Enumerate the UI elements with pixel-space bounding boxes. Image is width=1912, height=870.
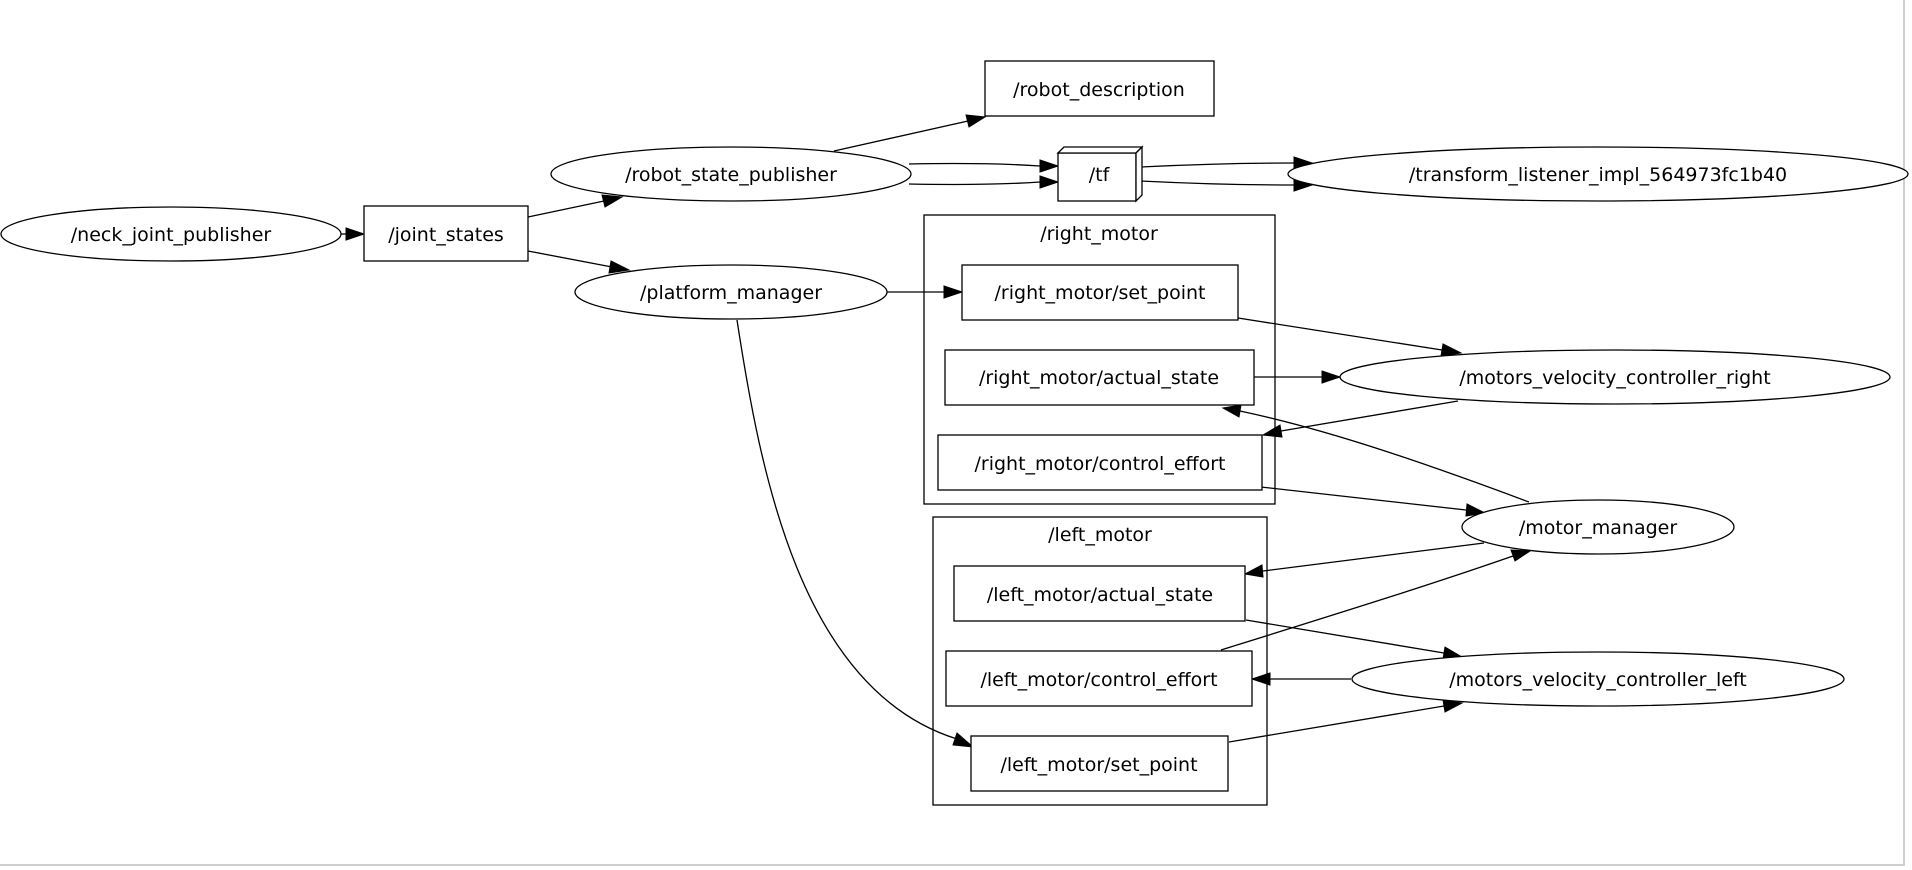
- node-motors-velocity-controller-right[interactable]: /motors_velocity_controller_right: [1339, 349, 1891, 405]
- topic-tf-label: /tf: [1089, 164, 1111, 186]
- node-robot-state-publisher-label: /robot_state_publisher: [625, 164, 837, 186]
- cluster-right-motor: /right_motor: [923, 214, 1276, 505]
- topic-robot-description-label: /robot_description: [1013, 79, 1185, 101]
- edge-left-motor-actual-state-to-motors-velocity-controller-left[interactable]: [1245, 619, 1464, 660]
- edge-tf-to-transform-listener-1[interactable]: [1140, 156, 1314, 170]
- edge-platform-manager-to-left-motor-set-point[interactable]: [736, 319, 975, 748]
- topic-left-motor-control-effort[interactable]: /left_motor/control_effort: [945, 650, 1253, 707]
- edge-robot-state-publisher-to-tf-1[interactable]: [908, 159, 1060, 173]
- cluster-left-motor: /left_motor: [932, 516, 1268, 806]
- cluster-left-motor-label: /left_motor: [1048, 524, 1152, 546]
- node-motor-manager[interactable]: /motor_manager: [1461, 499, 1735, 555]
- topic-left-motor-actual-state[interactable]: /left_motor/actual_state: [953, 565, 1246, 622]
- node-neck-joint-publisher[interactable]: /neck_joint_publisher: [0, 206, 342, 262]
- edges: [341, 114, 1532, 748]
- topic-joint-states-label: /joint_states: [388, 224, 504, 246]
- node-transform-listener[interactable]: /transform_listener_impl_564973fc1b40: [1287, 146, 1909, 202]
- edge-motors-velocity-controller-left-to-left-motor-control-effort[interactable]: [1250, 672, 1351, 686]
- node-motor-manager-label: /motor_manager: [1519, 517, 1678, 539]
- node-platform-manager-label: /platform_manager: [640, 282, 822, 304]
- cluster-right-motor-label: /right_motor: [1040, 223, 1158, 245]
- topic-tf[interactable]: /tf: [1056, 145, 1144, 203]
- topic-left-motor-control-effort-label: /left_motor/control_effort: [980, 669, 1217, 691]
- node-neck-joint-publisher-label: /neck_joint_publisher: [71, 224, 272, 246]
- edge-robot-state-publisher-to-tf-2[interactable]: [908, 175, 1060, 189]
- edge-right-motor-actual-state-to-motors-velocity-controller-right[interactable]: [1254, 370, 1342, 384]
- edge-neck-joint-publisher-to-joint-states[interactable]: [341, 227, 366, 241]
- node-motors-velocity-controller-right-label: /motors_velocity_controller_right: [1459, 367, 1770, 389]
- edge-platform-manager-to-right-motor-set-point[interactable]: [887, 285, 964, 299]
- edge-tf-to-transform-listener-2[interactable]: [1140, 178, 1314, 192]
- node-platform-manager[interactable]: /platform_manager: [574, 264, 888, 320]
- edge-left-motor-control-effort-to-motor-manager[interactable]: [1220, 549, 1532, 651]
- topic-right-motor-set-point[interactable]: /right_motor/set_point: [961, 264, 1239, 321]
- edge-motor-manager-to-right-motor-actual-state[interactable]: [1221, 404, 1530, 503]
- topic-right-motor-control-effort[interactable]: /right_motor/control_effort: [937, 434, 1263, 491]
- nodes: /neck_joint_publisher /joint_states /rob…: [0, 60, 1909, 792]
- topic-left-motor-set-point-label: /left_motor/set_point: [1000, 754, 1197, 776]
- topic-right-motor-actual-state-label: /right_motor/actual_state: [979, 367, 1219, 389]
- node-robot-state-publisher[interactable]: /robot_state_publisher: [550, 146, 912, 202]
- topic-right-motor-control-effort-label: /right_motor/control_effort: [975, 453, 1226, 475]
- edge-robot-state-publisher-to-robot-description[interactable]: [833, 114, 987, 152]
- node-motors-velocity-controller-left-label: /motors_velocity_controller_left: [1449, 669, 1747, 691]
- topic-left-motor-set-point[interactable]: /left_motor/set_point: [970, 735, 1229, 792]
- node-transform-listener-label: /transform_listener_impl_564973fc1b40: [1409, 164, 1787, 186]
- topic-right-motor-actual-state[interactable]: /right_motor/actual_state: [944, 349, 1255, 406]
- edge-right-motor-control-effort-to-motor-manager[interactable]: [1242, 484, 1487, 517]
- cluster-right-motor-box: [923, 214, 1276, 505]
- topic-joint-states[interactable]: /joint_states: [363, 205, 529, 262]
- edge-motor-manager-to-left-motor-actual-state[interactable]: [1243, 542, 1485, 578]
- edge-motors-velocity-controller-right-to-right-motor-control-effort[interactable]: [1261, 400, 1459, 438]
- edge-left-motor-set-point-to-motors-velocity-controller-left[interactable]: [1228, 699, 1464, 743]
- topic-left-motor-actual-state-label: /left_motor/actual_state: [987, 584, 1213, 606]
- topic-right-motor-set-point-label: /right_motor/set_point: [995, 282, 1206, 304]
- edge-joint-states-to-robot-state-publisher[interactable]: [527, 194, 624, 218]
- topic-robot-description[interactable]: /robot_description: [984, 60, 1215, 117]
- node-motors-velocity-controller-left[interactable]: /motors_velocity_controller_left: [1351, 651, 1845, 707]
- edge-joint-states-to-platform-manager[interactable]: [527, 250, 631, 274]
- cluster-left-motor-box: [932, 516, 1268, 806]
- edge-right-motor-set-point-to-motors-velocity-controller-right[interactable]: [1237, 317, 1463, 357]
